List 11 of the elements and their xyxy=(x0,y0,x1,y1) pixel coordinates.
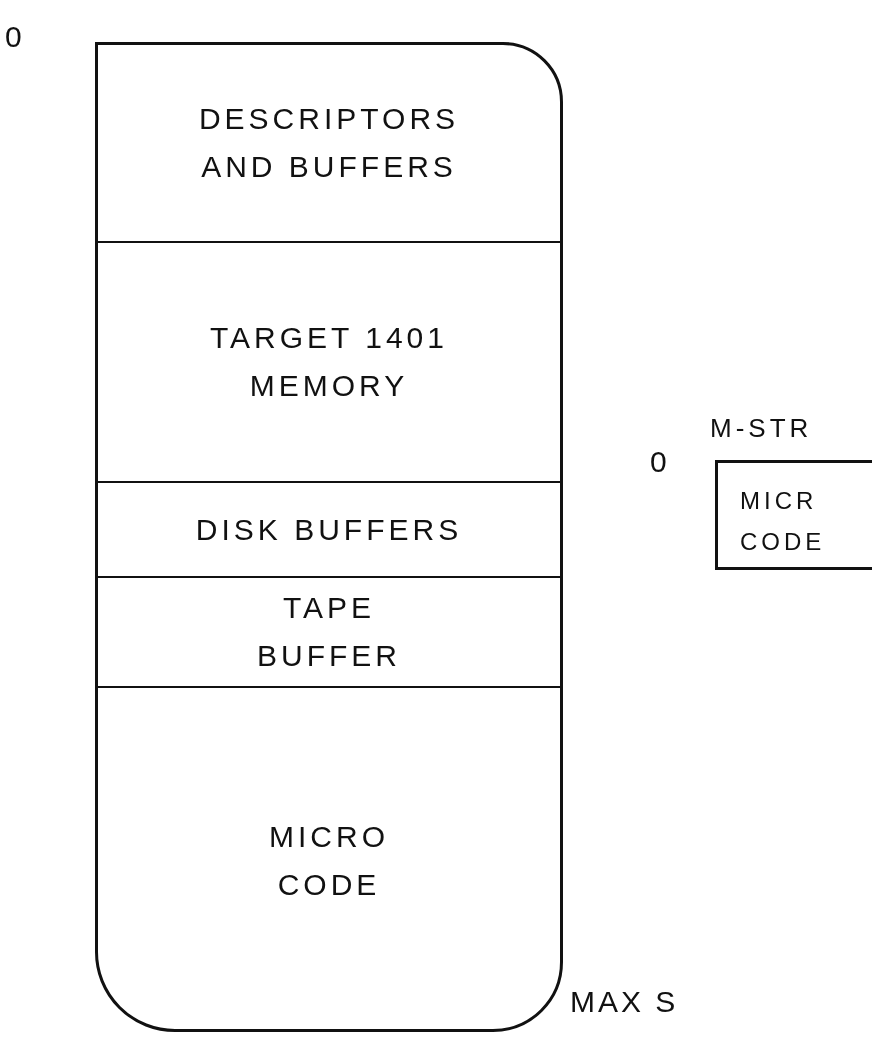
address-label: 0 xyxy=(5,20,25,54)
end-address-label: MAX S xyxy=(570,985,679,1019)
region-label: DISK BUFFERS xyxy=(194,511,464,548)
region-label: MICR CODE xyxy=(740,486,827,557)
region-label: TARGET 1401 MEMORY xyxy=(209,320,449,404)
region-label: DESCRIPTORS AND BUFFERS xyxy=(197,101,461,185)
region-label: MICRO CODE xyxy=(268,818,390,903)
region-heading: M-STR xyxy=(710,412,813,445)
address-label: 0 xyxy=(650,445,670,479)
memory-map-column xyxy=(95,42,563,1032)
region-label: TAPE BUFFER xyxy=(256,590,402,674)
